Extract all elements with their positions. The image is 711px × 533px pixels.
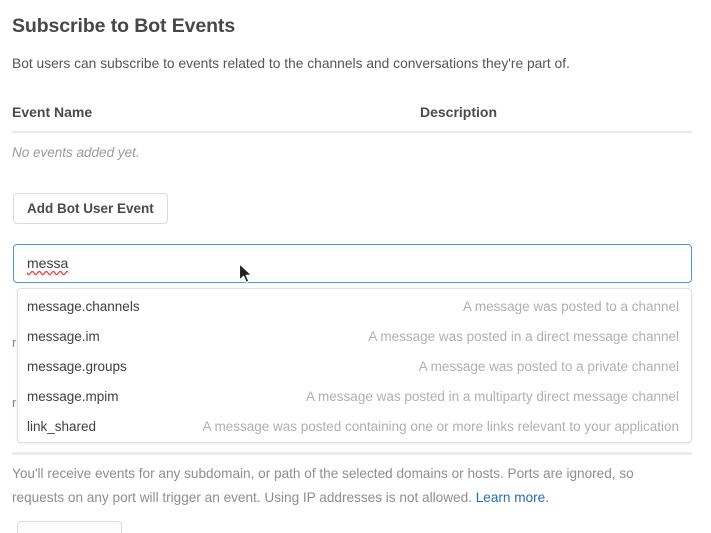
dropdown-item-description: A message was posted to a private channe…	[418, 358, 679, 374]
dropdown-item[interactable]: message.mpim A message was posted in a m…	[18, 381, 691, 411]
bottom-action-button[interactable]	[17, 521, 122, 533]
page-subtitle: Bot users can subscribe to events relate…	[12, 56, 570, 71]
dropdown-item-name: message.im	[27, 328, 100, 344]
obscured-text-fragment-1: r	[12, 335, 17, 350]
dropdown-item[interactable]: message.im A message was posted in a dir…	[18, 321, 691, 351]
obscured-text-fragment-2: r	[12, 395, 17, 410]
obscured-background-column: r r	[12, 288, 26, 443]
help-text-body: You'll receive events for any subdomain,…	[12, 466, 634, 505]
column-header-event-name: Event Name	[12, 104, 93, 120]
events-table-header: Event Name Description	[12, 104, 692, 126]
events-table-empty-message: No events added yet.	[12, 145, 140, 160]
dropdown-item-description: A message was posted in a multiparty dir…	[306, 388, 679, 404]
dropdown-item[interactable]: message.channels A message was posted to…	[18, 291, 691, 321]
dropdown-item[interactable]: link_shared A message was posted contain…	[18, 411, 691, 441]
column-header-description: Description	[420, 104, 498, 120]
event-search-input-value: messa	[27, 255, 69, 271]
learn-more-link[interactable]: Learn more.	[475, 490, 549, 505]
section-divider	[12, 452, 692, 455]
dropdown-item-description: A message was posted containing one or m…	[202, 418, 679, 434]
event-search-input[interactable]: messa	[13, 244, 692, 283]
dropdown-item-description: A message was posted to a channel	[462, 298, 679, 314]
page-title: Subscribe to Bot Events	[12, 15, 236, 37]
dropdown-item-name: message.groups	[27, 358, 127, 374]
dropdown-item-name: link_shared	[27, 418, 97, 434]
dropdown-item[interactable]: message.groups A message was posted to a…	[18, 351, 691, 381]
help-text: You'll receive events for any subdomain,…	[12, 462, 684, 510]
event-search-dropdown[interactable]: message.channels A message was posted to…	[17, 288, 692, 443]
add-bot-user-event-button[interactable]: Add Bot User Event	[13, 193, 168, 224]
dropdown-item-name: message.channels	[27, 298, 140, 314]
table-header-divider	[12, 131, 692, 133]
dropdown-item-description: A message was posted in a direct message…	[368, 328, 679, 344]
dropdown-item-name: message.mpim	[27, 388, 119, 404]
